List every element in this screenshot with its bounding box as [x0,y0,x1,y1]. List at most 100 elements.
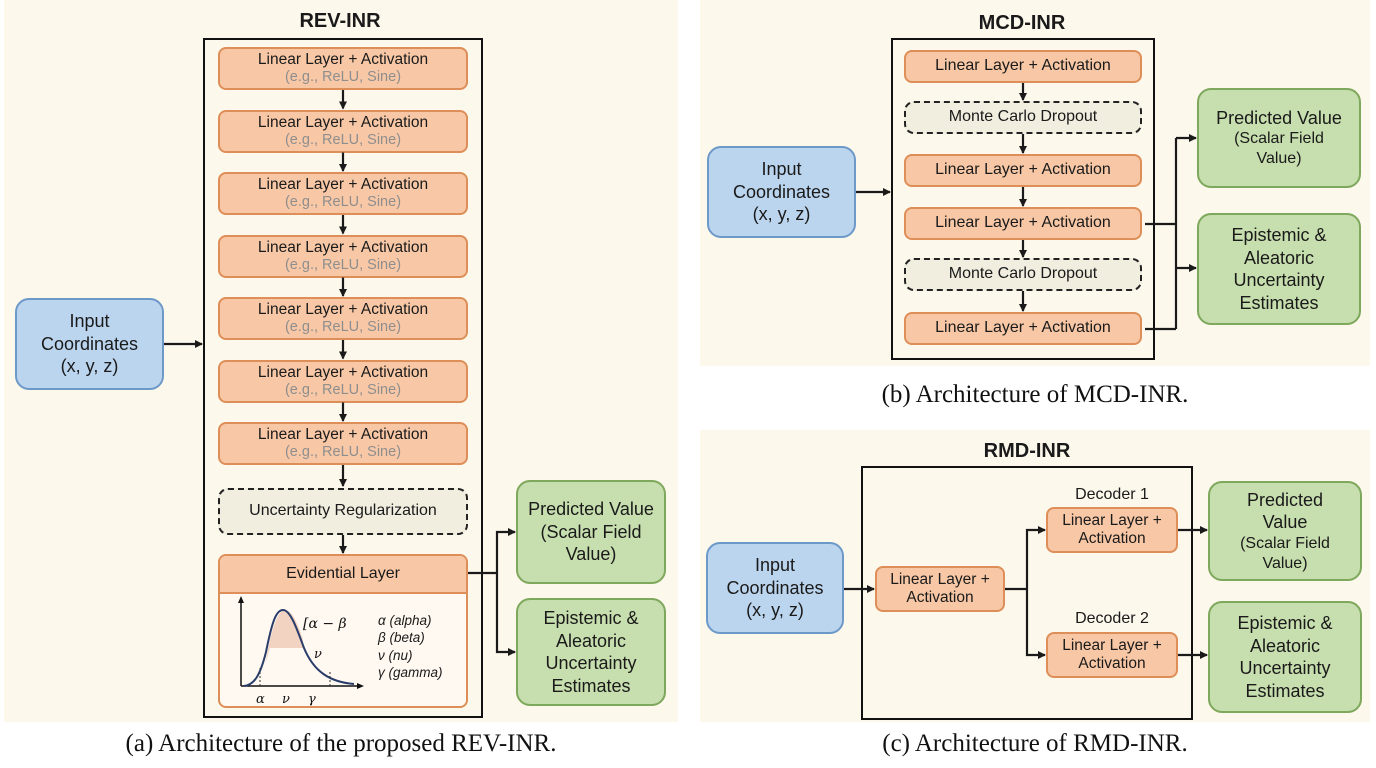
layer-activation-example: (e.g., ReLU, Sine) [284,256,402,273]
rmd-branch-decoder2 [1025,589,1046,659]
mcd-layer-label: Linear Layer + Activation [935,57,1111,75]
mcd-caption: (b) Architecture of MCD-INR. [881,381,1189,408]
plot-annotation: [α − β [303,616,347,632]
rmd-branch-decoder1 [1025,526,1046,589]
rev-uncertainty-line2: Aleatoric [555,630,627,651]
rmd-predicted-line2: Value [1262,512,1308,532]
rev-linear-layer: Linear Layer + Activation(e.g., ReLU, Si… [218,422,468,465]
rev-uncertainty-line1: Epistemic & [543,608,639,628]
rev-input-box: Input Coordinates (x, y, z) [15,298,164,390]
rev-predicted-line1: Predicted Value [528,499,654,520]
mcd-frame [891,38,1155,360]
rev-uncertainty-line4: Estimates [551,675,631,696]
mcd-input-line2: Coordinates [732,181,831,202]
rev-linear-layer: Linear Layer + Activation(e.g., ReLU, Si… [218,359,468,403]
layer-label: Linear Layer + Activation [257,363,429,381]
mcd-predicted-line3: Value) [1256,150,1302,168]
rev-title: REV-INR [299,10,381,32]
rev-evidential-header: Evidential Layer [220,556,466,594]
rmd-predicted-line4: Value) [1262,554,1308,572]
param-gamma: γ (gamma) [378,664,443,680]
rmd-uncertainty-box: Epistemic & Aleatoric Uncertainty Estima… [1208,601,1362,713]
mcd-linear-layer: Linear Layer + Activation [904,312,1142,345]
plot-nu-label: ν [314,647,322,662]
mcd-uncertainty-line1: Epistemic & [1231,225,1327,245]
param-beta: β (beta) [378,630,425,646]
rev-uncertainty-line3: Uncertainty [545,653,637,673]
evidential-distribution-plot: [α − β ν α ν γ [238,596,364,707]
evidential-param-legend: α (alpha) β (beta) ν (nu) γ (gamma) [378,612,443,681]
mcd-uncertainty-line2: Aleatoric [1243,247,1315,268]
rev-predicted-line2: (Scalar Field [540,521,642,542]
rev-linear-layer: Linear Layer + Activation(e.g., ReLU, Si… [218,234,468,278]
mcd-uncertainty-line3: Uncertainty [1233,270,1325,290]
rmd-shared-line2: Activation [906,589,974,606]
decoder1-line1: Linear Layer + [1062,512,1162,530]
rev-regularization-box: Uncertainty Regularization [218,488,468,535]
rmd-frame [861,466,1193,720]
rmd-uncertainty-line4: Estimates [1245,680,1325,701]
rev-predicted-box: Predicted Value (Scalar Field Value) [516,480,666,584]
layer-label: Linear Layer + Activation [257,176,429,194]
rev-predicted-line3: Value) [565,544,617,565]
rmd-shared-line1: Linear Layer + [890,571,990,589]
rmd-predicted-line3: (Scalar Field [1240,534,1330,552]
mcd-linear-layer: Linear Layer + Activation [904,50,1142,83]
rmd-uncertainty-line3: Uncertainty [1239,658,1331,678]
rev-linear-layer: Linear Layer + Activation(e.g., ReLU, Si… [218,109,468,153]
mcd-input-line3: (x, y, z) [752,204,811,225]
x-tick-alpha: α [256,692,265,707]
rmd-input-line2: Coordinates [726,577,824,598]
rev-caption: (a) Architecture of the proposed REV-INR… [125,730,557,757]
rev-frame [203,38,483,718]
layer-activation-example: (e.g., ReLU, Sine) [284,381,402,398]
rev-linear-layer: Linear Layer + Activation(e.g., ReLU, Si… [218,297,468,340]
rev-evidential-box: Evidential Layer [α − β ν α ν γ α (alpha… [218,554,468,708]
layer-activation-example: (e.g., ReLU, Sine) [284,69,402,86]
rev-branch-predicted [495,528,516,573]
mcd-predicted-box: Predicted Value (Scalar Field Value) [1197,88,1361,188]
mcd-predicted-line2: (Scalar Field [1234,130,1324,148]
mcd-dropout-layer: Monte Carlo Dropout [904,101,1142,134]
param-nu: ν (nu) [378,647,413,663]
mcd-layer-label: Linear Layer + Activation [935,161,1111,179]
rev-input-line3: (x, y, z) [60,356,119,377]
decoder1-label: Decoder 1 [1075,486,1149,503]
decoder2-line1: Linear Layer + [1062,637,1162,655]
rev-linear-layer: Linear Layer + Activation(e.g., ReLU, Si… [218,47,468,90]
rmd-predicted-line1: Predicted [1246,489,1324,510]
rmd-input-line1: Input [754,555,796,576]
rev-linear-layer: Linear Layer + Activation(e.g., ReLU, Si… [218,172,468,215]
decoder2-line2: Activation [1078,655,1146,672]
mcd-layer-label: Linear Layer + Activation [935,319,1111,337]
layer-activation-example: (e.g., ReLU, Sine) [284,444,402,461]
mcd-input-line1: Input [761,159,802,180]
mcd-dropout-layer: Monte Carlo Dropout [904,258,1142,291]
layer-label: Linear Layer + Activation [257,113,429,131]
rev-evidential-label: Evidential Layer [286,565,400,582]
mcd-layer-label: Monte Carlo Dropout [948,108,1098,126]
rmd-caption: (c) Architecture of RMD-INR. [882,730,1188,757]
x-tick-gamma: γ [308,692,316,707]
decoder2-label: Decoder 2 [1075,610,1149,627]
rmd-shared-layer: Linear Layer + Activation [875,566,1005,612]
rev-input-line1: Input [69,311,110,332]
mcd-title: MCD-INR [978,12,1066,34]
decoder2-layer: Linear Layer + Activation [1046,632,1178,678]
rev-input-line2: Coordinates [40,333,139,354]
rmd-input-line3: (x, y, z) [746,600,804,621]
layer-label: Linear Layer + Activation [257,301,429,319]
mcd-linear-layer: Linear Layer + Activation [904,207,1142,240]
layer-activation-example: (e.g., ReLU, Sine) [284,131,402,148]
rmd-uncertainty-line2: Aleatoric [1249,635,1321,656]
layer-label: Linear Layer + Activation [257,51,429,69]
distribution-curve [243,608,355,687]
mcd-layer-label: Monte Carlo Dropout [948,265,1098,283]
mcd-layer-label: Linear Layer + Activation [935,214,1111,232]
plot-x-arrow [357,683,364,689]
rmd-input-box: Input Coordinates (x, y, z) [706,542,844,634]
mcd-linear-layer: Linear Layer + Activation [904,154,1142,187]
layer-activation-example: (e.g., ReLU, Sine) [284,319,402,336]
param-alpha: α (alpha) [378,613,432,628]
